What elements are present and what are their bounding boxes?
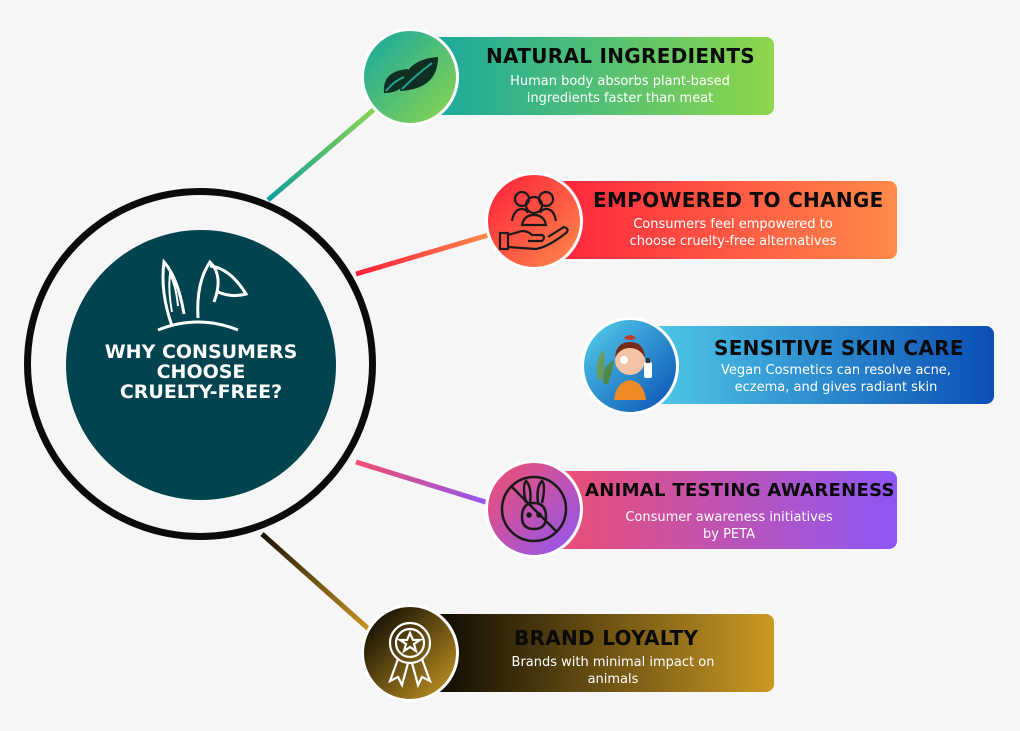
item-description: Vegan Cosmetics can resolve acne, eczema…: [721, 363, 951, 395]
item-description: Human body absorbs plant-based ingredien…: [510, 74, 730, 106]
item-description: Brands with minimal impact on animals: [511, 655, 715, 687]
hub-circle: [66, 230, 336, 500]
item-title: ANIMAL TESTING AWARENESS: [585, 480, 895, 501]
skincare-woman-icon: [581, 317, 679, 415]
item-description: Consumers feel empowered to choose cruel…: [629, 217, 837, 249]
leaf-icon: [361, 28, 459, 126]
item-card-animal-testing-awareness: [535, 471, 897, 549]
connector-4: [355, 459, 493, 507]
item-title: NATURAL INGREDIENTS: [486, 44, 755, 68]
item-description: Consumer awareness initiatives by PETA: [625, 510, 833, 542]
award-ribbon-icon: [361, 604, 459, 702]
connector-2: [355, 231, 493, 277]
item-title: BRAND LOYALTY: [514, 626, 699, 650]
hub-title: WHY CONSUMERS CHOOSE CRUELTY-FREE?: [104, 341, 298, 403]
item-card-brand-loyalty: [410, 614, 774, 692]
item-card-sensitive-skin-care: [630, 326, 994, 404]
item-card-empowered-to-change: [535, 181, 897, 259]
item-title: SENSITIVE SKIN CARE: [714, 336, 964, 360]
no-rabbit-icon: [485, 460, 583, 558]
item-card-natural-ingredients: [410, 37, 774, 115]
connector-5: [260, 532, 374, 634]
item-title: EMPOWERED TO CHANGE: [593, 188, 884, 212]
connector-1: [266, 104, 380, 202]
bunny-ears-icon: [157, 258, 249, 332]
hand-people-icon: [485, 172, 583, 270]
